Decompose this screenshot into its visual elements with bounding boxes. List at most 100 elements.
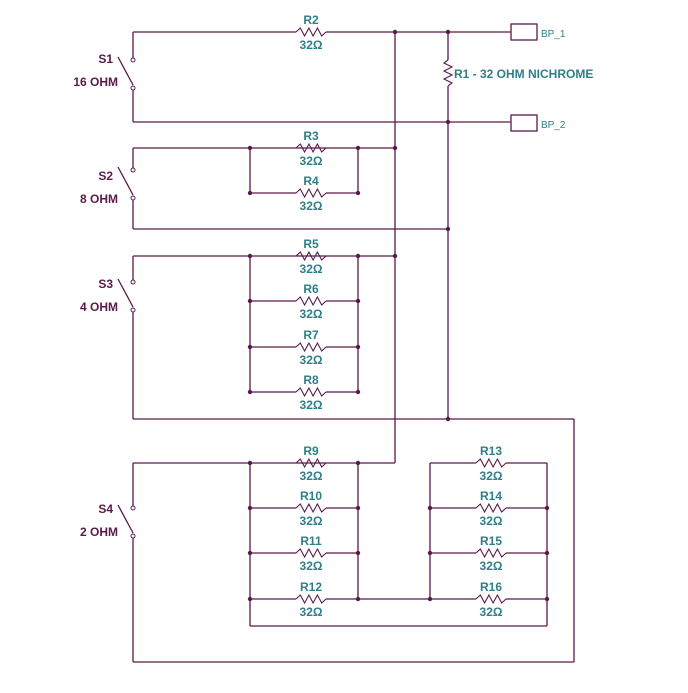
resistor-value: 32Ω — [300, 154, 323, 168]
junction-dot — [355, 145, 361, 151]
switch-contact — [130, 57, 136, 63]
resistor-ref: R4 — [303, 174, 319, 188]
switch-ref: S2 — [98, 169, 113, 183]
resistor-value: 32Ω — [480, 514, 503, 528]
resistor-r10: R10 32Ω — [295, 489, 327, 528]
resistor-symbol — [295, 250, 327, 262]
resistor-ref: R12 — [300, 580, 322, 594]
switch-ref: S1 — [98, 52, 113, 66]
switch-contact — [130, 195, 136, 201]
resistor-ref: R14 — [480, 489, 502, 503]
binding-post-bp1-box — [510, 23, 538, 41]
resistor-value: 32Ω — [300, 353, 323, 367]
resistor-ref: R3 — [303, 129, 319, 143]
resistor-value: 32Ω — [480, 469, 503, 483]
resistor-ref: R10 — [300, 489, 322, 503]
junction-dot — [247, 550, 253, 556]
switch-contact — [130, 85, 136, 91]
resistors: R232ΩR332ΩR432ΩR532ΩR632ΩR732ΩR832ΩR932Ω… — [295, 13, 507, 619]
resistor-symbol — [295, 593, 327, 605]
binding-post-bp1-label: BP_1 — [541, 29, 566, 40]
junction-dot — [247, 344, 253, 350]
junction-dot — [427, 505, 433, 511]
switch-ref: S3 — [98, 277, 113, 291]
resistor-ref: R5 — [303, 237, 319, 251]
junction-dot — [544, 596, 550, 602]
switch-s3: S34 OHM — [80, 277, 136, 314]
junction-dot — [247, 389, 253, 395]
resistor-value: 32Ω — [480, 605, 503, 619]
junction-dot — [355, 389, 361, 395]
junction-dot — [247, 190, 253, 196]
binding-post-bp2-box — [510, 114, 538, 132]
junction-dot — [445, 29, 451, 35]
resistor-r14: R14 32Ω — [475, 489, 507, 528]
switch-ref: S4 — [98, 502, 113, 516]
junction-dot — [355, 298, 361, 304]
resistor-value: 32Ω — [300, 262, 323, 276]
junction-dot — [355, 596, 361, 602]
switch-blade — [117, 56, 134, 86]
resistor-symbol — [475, 547, 507, 559]
junction-dot — [392, 253, 398, 259]
resistor-ref: R8 — [303, 373, 319, 387]
resistor-value: 32Ω — [300, 307, 323, 321]
switch-s2: S2 8 OHM — [80, 166, 136, 206]
junction-dot — [355, 460, 361, 466]
resistor-r8: R8 32Ω — [295, 373, 327, 412]
junction-dot — [247, 460, 253, 466]
junction-dot — [355, 253, 361, 259]
junction-dot — [427, 550, 433, 556]
resistor-value: 32Ω — [480, 559, 503, 573]
junction-dot — [247, 145, 253, 151]
switch-value: 8 OHM — [80, 192, 118, 206]
switch-contact — [130, 533, 136, 539]
junction-dot — [247, 596, 253, 602]
junction-dot — [544, 550, 550, 556]
binding-post-bp2: BP_2 — [510, 114, 566, 132]
resistor-ref: R6 — [303, 282, 319, 296]
resistor-symbol — [295, 386, 327, 398]
junction-dot — [247, 505, 253, 511]
junction-dot — [427, 596, 433, 602]
resistor-r5: R5 32Ω — [295, 237, 327, 276]
resistor-symbol — [295, 295, 327, 307]
resistor-ref: R2 — [303, 13, 319, 27]
junction-dot — [392, 29, 398, 35]
wires — [132, 31, 575, 663]
resistor-r1: R1 - 32 OHM NICHROME — [442, 59, 593, 87]
resistor-r3: R3 32Ω — [295, 129, 327, 168]
junction-dot — [355, 505, 361, 511]
resistor-symbol — [295, 457, 327, 469]
resistor-symbol — [295, 142, 327, 154]
junction-dot — [445, 226, 451, 232]
junction-dot — [247, 298, 253, 304]
junction-dot — [544, 505, 550, 511]
resistor-value: 32Ω — [300, 398, 323, 412]
resistor-ref: R7 — [303, 328, 319, 342]
resistor-symbol — [295, 187, 327, 199]
resistor-value: 32Ω — [300, 469, 323, 483]
resistor-symbol — [295, 26, 327, 38]
resistor-value: 32Ω — [300, 559, 323, 573]
resistor-ref: R11 — [300, 534, 322, 548]
switch-contact — [130, 505, 136, 511]
binding-post-bp1: BP_1 — [510, 23, 566, 41]
resistor-ref: R16 — [480, 580, 502, 594]
resistor-symbol — [475, 457, 507, 469]
resistor-symbol — [295, 341, 327, 353]
switch-s4: S42 OHM — [80, 502, 136, 539]
resistor-symbol — [475, 502, 507, 514]
resistor-value: 32Ω — [300, 38, 323, 52]
junction-dot — [355, 190, 361, 196]
resistor-value: 32Ω — [300, 514, 323, 528]
resistor-symbol — [295, 502, 327, 514]
